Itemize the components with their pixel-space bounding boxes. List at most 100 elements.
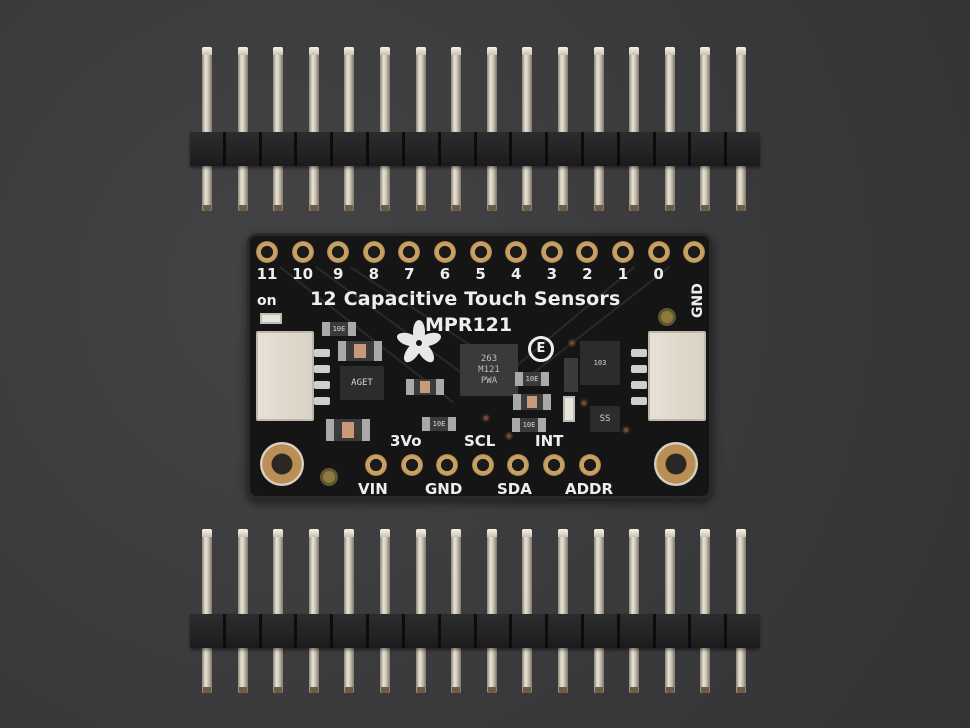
capacitor xyxy=(513,394,551,410)
housing-segment xyxy=(261,614,298,648)
housing-segment xyxy=(727,614,760,648)
header-strip-top xyxy=(180,45,760,215)
header-housing xyxy=(190,132,760,166)
transistor: SS xyxy=(590,406,620,432)
breakout-pad xyxy=(436,454,459,476)
resistor: 10E xyxy=(515,372,549,386)
housing-segment xyxy=(440,132,477,166)
header-pin xyxy=(415,529,426,693)
breakout-pad xyxy=(543,454,565,476)
header-pin xyxy=(700,47,711,211)
fiducial xyxy=(320,468,338,486)
adafruit-flower-logo-icon xyxy=(396,320,442,363)
header-strip-bottom xyxy=(180,527,760,697)
via xyxy=(505,432,513,440)
via xyxy=(482,414,490,422)
connector-pin xyxy=(314,397,330,405)
housing-segment xyxy=(583,132,620,166)
voltage-regulator: AGET xyxy=(340,366,384,400)
breakout-pad xyxy=(507,454,530,476)
housing-segment xyxy=(297,132,334,166)
chip-marking-line: M121 xyxy=(478,365,500,375)
resistor: 10E xyxy=(322,322,356,336)
header-pin xyxy=(415,47,426,211)
header-pin xyxy=(629,47,640,211)
touch-pad xyxy=(647,241,670,263)
header-pin xyxy=(202,47,212,211)
housing-segment xyxy=(404,614,441,648)
pin-label-6: 6 xyxy=(439,265,451,283)
header-pin xyxy=(486,529,497,693)
touch-pad xyxy=(469,241,492,263)
fiducial xyxy=(658,308,676,326)
housing-segment xyxy=(297,614,334,648)
header-pin xyxy=(522,529,533,693)
pin-label-3: 3 xyxy=(546,265,558,283)
power-led xyxy=(260,313,282,324)
header-pin xyxy=(736,529,746,693)
capacitor xyxy=(326,419,370,441)
mpr121-chip: 263 M121 PWA xyxy=(460,344,518,396)
touch-pad xyxy=(256,241,278,263)
housing-segment xyxy=(548,614,584,648)
chip-marking-line: PWA xyxy=(480,376,498,386)
header-pin xyxy=(273,529,284,693)
touch-pad xyxy=(505,241,528,263)
int-led xyxy=(563,396,575,422)
pin-label-sda: SDA xyxy=(497,480,532,498)
pin-label-gnd: GND xyxy=(425,480,463,498)
touch-pad xyxy=(327,241,350,263)
touch-pad xyxy=(291,241,314,263)
pin-label-7: 7 xyxy=(404,265,415,283)
header-pin xyxy=(486,47,497,211)
connector-pin xyxy=(314,365,330,373)
housing-segment xyxy=(225,614,262,648)
housing-segment xyxy=(512,132,549,166)
header-pin xyxy=(664,529,675,693)
transistor-marking: SS xyxy=(599,414,611,424)
housing-segment xyxy=(727,132,760,166)
power-led-label: on xyxy=(257,293,277,309)
part-number: MPR121 xyxy=(425,314,513,336)
resistor-marking: 10E xyxy=(332,325,346,333)
resistor-marking: 10E xyxy=(522,421,536,429)
resistor-marking: 10E xyxy=(432,420,446,428)
pin-label-scl: SCL xyxy=(464,432,496,450)
connector-pin xyxy=(631,397,647,405)
header-pin xyxy=(593,47,604,211)
breakout-pad xyxy=(471,454,494,476)
stemma-qt-connector-left xyxy=(256,331,314,421)
header-pin xyxy=(380,529,390,693)
header-pin xyxy=(380,47,390,211)
header-pin xyxy=(522,47,533,211)
header-pin xyxy=(273,47,284,211)
pin-label-vin: VIN xyxy=(358,480,388,498)
regulator-marking: AGET xyxy=(351,378,373,388)
housing-segment xyxy=(190,132,226,166)
gnd-label-top: GND xyxy=(690,283,706,318)
resistor-marking: 10E xyxy=(525,375,539,383)
header-pin xyxy=(700,529,711,693)
connector-pin xyxy=(631,365,647,373)
header-pin xyxy=(237,47,248,211)
header-pin xyxy=(558,47,568,211)
resistor-marking: 103 xyxy=(593,359,607,367)
header-pin xyxy=(593,529,604,693)
pin-label-9: 9 xyxy=(332,265,344,283)
resistor xyxy=(564,358,578,392)
housing-segment xyxy=(583,614,620,648)
resistor-network: 103 xyxy=(580,341,620,385)
connector-pin xyxy=(631,349,647,357)
housing-segment xyxy=(225,132,262,166)
board-title: 12 Capacitive Touch Sensors xyxy=(310,288,621,310)
resistor: 10E xyxy=(422,417,456,431)
chip-marking-line: 263 xyxy=(480,354,498,364)
capacitor xyxy=(338,341,382,361)
housing-segment xyxy=(512,614,549,648)
via xyxy=(622,426,630,434)
header-pin xyxy=(344,529,355,693)
breakout-pad xyxy=(365,454,387,476)
header-housing xyxy=(190,614,760,648)
header-pin xyxy=(308,529,319,693)
touch-pad xyxy=(362,241,385,263)
